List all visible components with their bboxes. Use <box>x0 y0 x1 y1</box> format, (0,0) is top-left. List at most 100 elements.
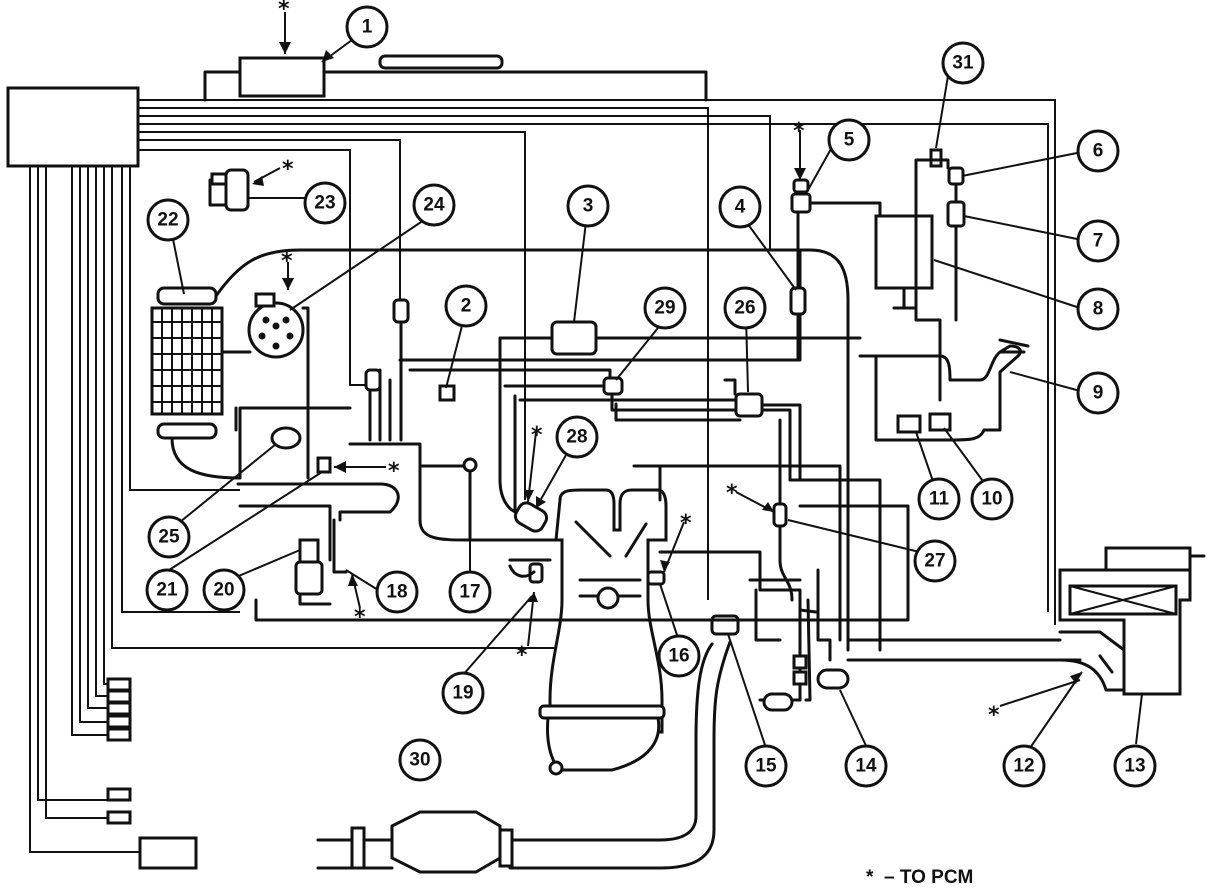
radiator <box>150 248 850 652</box>
component-5 <box>790 178 882 222</box>
callout-label: 20 <box>213 580 234 601</box>
callout-20: 20 <box>202 568 246 612</box>
component-28 <box>513 501 549 533</box>
callout-5: 5 <box>827 118 871 162</box>
callout-21: 21 <box>145 568 189 612</box>
callout-12: 12 <box>1002 744 1046 788</box>
asterisk: * <box>354 605 366 630</box>
callout-1: 1 <box>345 5 389 49</box>
callout-6: 6 <box>1076 129 1120 173</box>
charcoal-canister-8 <box>874 214 934 310</box>
component-3 <box>498 320 862 514</box>
callout-label: 1 <box>362 17 373 38</box>
callout-label: 27 <box>924 551 945 572</box>
callout-label: 9 <box>1093 383 1104 404</box>
component-18 <box>332 518 348 574</box>
callout-27: 27 <box>913 539 957 583</box>
connector <box>106 689 132 704</box>
callout-13: 13 <box>1113 744 1157 788</box>
callout-9: 9 <box>1076 371 1120 415</box>
callout-26: 26 <box>723 286 767 330</box>
callout-label: 25 <box>158 527 180 548</box>
callout-7: 7 <box>1076 219 1120 263</box>
callout-label: 17 <box>459 582 480 603</box>
callout-label: 16 <box>668 646 689 667</box>
asterisk: * <box>726 481 738 506</box>
component-26 <box>723 378 802 482</box>
intake-manifold <box>236 368 562 562</box>
sensor-16 <box>646 570 666 586</box>
connector <box>106 787 132 802</box>
arrowheads <box>252 42 1082 684</box>
sensor-27 <box>772 418 794 602</box>
asterisk: * <box>516 643 528 668</box>
callout-22: 22 <box>146 198 190 242</box>
connector <box>106 810 132 825</box>
callout-14: 14 <box>844 744 888 788</box>
component-11 <box>896 414 922 434</box>
component-1-box <box>238 56 326 98</box>
legend-symbol: * <box>866 867 874 888</box>
callout-10: 10 <box>970 477 1014 521</box>
callout-label: 21 <box>156 580 178 601</box>
asterisk: * <box>531 423 543 448</box>
callout-24: 24 <box>412 183 456 227</box>
callout-31: 31 <box>941 41 985 85</box>
transaxle-area <box>632 464 842 702</box>
legend-text: – TO PCM <box>884 867 973 888</box>
engine-block <box>538 488 668 776</box>
asterisk: * <box>988 703 1000 728</box>
callout-label: 4 <box>735 197 746 218</box>
asterisk: * <box>282 157 294 182</box>
callout-17: 17 <box>448 570 492 614</box>
callout-16: 16 <box>657 634 701 678</box>
connector <box>106 677 132 692</box>
callout-11: 11 <box>917 477 961 521</box>
callout-8: 8 <box>1076 287 1120 331</box>
asterisk: * <box>278 0 290 22</box>
egr-valve-20 <box>294 538 332 606</box>
callout-label: 5 <box>844 130 855 151</box>
callout-label: 2 <box>461 296 472 317</box>
callout-label: 22 <box>157 210 178 231</box>
asterisk: * <box>281 249 293 274</box>
distributor-24 <box>220 292 310 480</box>
asterisk: * <box>680 511 692 536</box>
callout-label: 10 <box>981 489 1002 510</box>
connector <box>106 714 132 729</box>
valve-top <box>392 298 410 442</box>
callout-label: 30 <box>409 750 430 771</box>
callout-label: 8 <box>1093 299 1104 320</box>
callout-30: 30 <box>398 738 442 782</box>
sensor-25 <box>270 426 302 450</box>
callout-label: 26 <box>734 298 755 319</box>
asterisk: * <box>388 459 400 484</box>
callout-15: 15 <box>744 744 788 788</box>
callout-label: 11 <box>929 489 950 510</box>
wiring-harness <box>29 99 1056 853</box>
pcm-module <box>6 86 140 168</box>
callout-label: 18 <box>386 582 407 603</box>
asterisk: * <box>793 119 805 144</box>
filler-pipe-9 <box>858 338 1030 442</box>
callout-19: 19 <box>441 671 485 715</box>
callout-4: 4 <box>718 185 762 229</box>
callout-2: 2 <box>444 284 488 328</box>
callouts: 1 2 3 4 5 6 7 8 9 10 11 12 13 14 15 16 1… <box>145 5 1157 788</box>
exhaust-system <box>316 640 732 874</box>
callout-label: 28 <box>566 427 587 448</box>
components-31-6-7 <box>914 148 966 402</box>
connector <box>106 701 132 716</box>
callout-29: 29 <box>643 286 687 330</box>
component-4 <box>789 208 807 362</box>
callout-label: 15 <box>755 756 777 777</box>
component-14a <box>762 692 794 712</box>
callout-label: 12 <box>1013 756 1034 777</box>
callout-label: 13 <box>1124 756 1145 777</box>
component-14b <box>816 668 850 690</box>
diagram-drawing: * * * * * * * * * * * <box>6 0 1206 874</box>
callout-28: 28 <box>555 415 599 459</box>
legend: * – TO PCM <box>866 867 973 888</box>
callout-label: 6 <box>1093 141 1104 162</box>
